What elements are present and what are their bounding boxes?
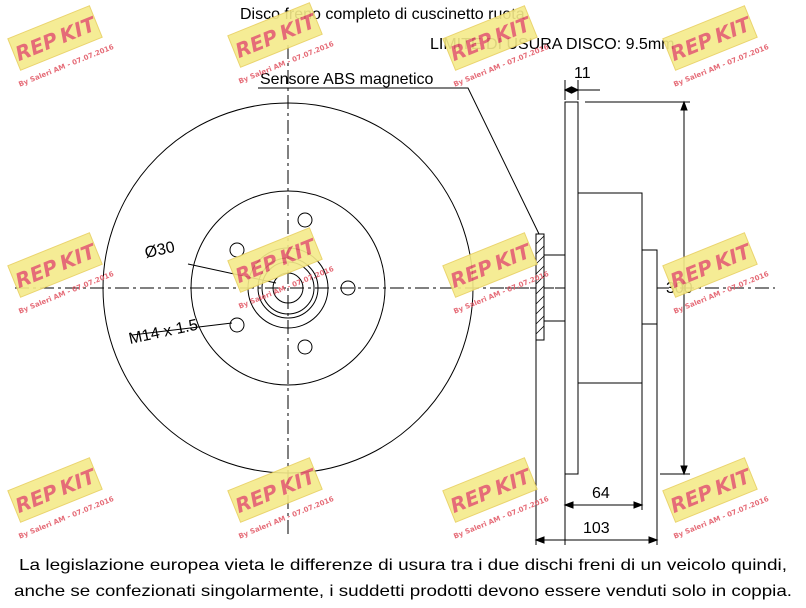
side-view <box>505 101 775 475</box>
total-depth-dim-label: 103 <box>583 520 610 537</box>
footer-note-line2: anche se confezionati singolarmente, i s… <box>14 583 792 600</box>
bolt-hole <box>229 317 245 333</box>
hub-nose <box>641 249 658 325</box>
hub-body <box>577 192 643 384</box>
thread-size-label: M14 x 1.5 <box>127 317 199 348</box>
bore-diameter-label: Ø30 <box>143 239 176 262</box>
hub-depth-dim-label: 64 <box>592 485 610 502</box>
abs-mount <box>543 254 566 322</box>
braking-surface-inner-edge <box>190 190 386 386</box>
footer-note-line1: La legislazione europea vieta le differe… <box>19 557 787 574</box>
disc-section <box>564 101 579 475</box>
thread-leader-line <box>131 322 233 336</box>
bolt-hole <box>297 212 313 228</box>
abs-leader-line <box>258 87 541 237</box>
bolt-hole <box>297 339 313 355</box>
bolt-hole <box>340 280 356 296</box>
abs-sensor-label: Sensore ABS magnetico <box>260 71 434 88</box>
abs-ring-hatch <box>535 235 545 335</box>
thickness-dim-label: 11 <box>574 65 591 82</box>
